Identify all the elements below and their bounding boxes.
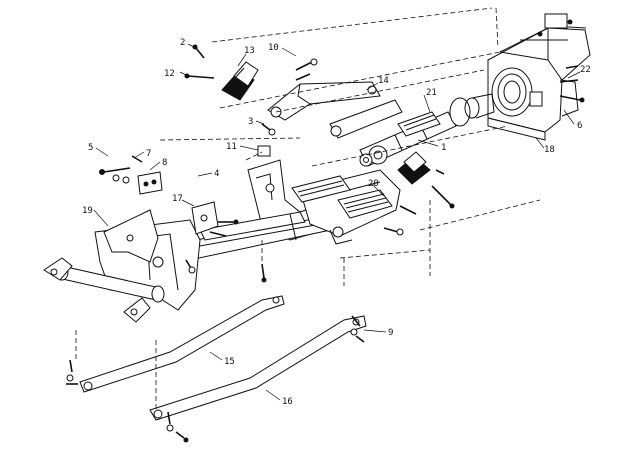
bracket-19 [103, 209, 159, 263]
callout-22: 22 [580, 65, 591, 75]
callout-5: 5 [88, 143, 93, 153]
bracket-17 [191, 201, 219, 235]
callout-17: 17 [172, 194, 183, 204]
callout-labels: 1 2 3 4 5 6 7 8 9 10 11 12 13 14 15 16 1… [82, 38, 591, 407]
lower-arm-15 [79, 295, 285, 393]
callout-3: 3 [248, 117, 253, 127]
leader-lines [93, 43, 581, 401]
callout-13: 13 [244, 46, 255, 56]
callout-21: 21 [426, 88, 437, 98]
callout-2: 2 [180, 38, 185, 48]
callout-9: 9 [388, 328, 393, 338]
callout-1: 1 [441, 143, 446, 153]
callout-18: 18 [544, 145, 555, 155]
upper-linkage-plate [267, 81, 403, 139]
main-frame [43, 159, 401, 323]
callout-20: 20 [368, 179, 379, 189]
support-plate-lower-left [291, 175, 351, 203]
gearbox-housing [487, 13, 591, 141]
lower-arm-16 [149, 315, 367, 421]
callout-10: 10 [268, 43, 279, 53]
callout-4: 4 [214, 169, 219, 179]
callout-19: 19 [82, 206, 93, 216]
callout-15: 15 [224, 357, 235, 367]
callout-16: 16 [282, 397, 293, 407]
callout-14: 14 [378, 76, 389, 86]
rubber-bellows-right [397, 151, 431, 185]
callout-11: 11 [226, 142, 237, 152]
callout-8: 8 [162, 158, 167, 168]
callout-7: 7 [146, 149, 151, 159]
hardware [66, 44, 585, 443]
dashed-centerlines [75, 7, 541, 412]
support-plate-20 [337, 189, 393, 219]
support-plate-21 [397, 111, 441, 137]
rubber-bellows-13 [221, 61, 259, 101]
drive-shaft [359, 93, 495, 167]
callout-12: 12 [164, 69, 175, 79]
callout-6: 6 [577, 121, 582, 131]
